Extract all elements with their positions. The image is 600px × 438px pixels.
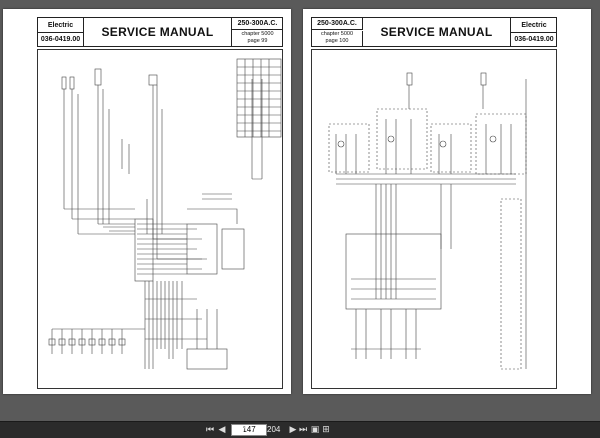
model-label: 250-300A.C. — [232, 18, 283, 30]
page-label: page 100 — [312, 38, 363, 46]
wiring-diagram — [48, 58, 282, 370]
page-header: Electric 036-0419.00 SERVICE MANUAL 250-… — [37, 17, 283, 47]
total-pages: 204 — [267, 425, 281, 434]
document-page-left: Electric 036-0419.00 SERVICE MANUAL 250-… — [3, 9, 291, 394]
page-separator: / — [243, 425, 246, 434]
last-page-icon[interactable]: ⏭ — [298, 425, 308, 435]
brand-label: Electric — [38, 18, 84, 33]
next-page-icon[interactable]: ▶ — [289, 425, 297, 435]
pdf-toolbar: ⏮ ◀ 147 / 204 ▶ ⏭ ▣ ⊞ — [0, 421, 600, 438]
first-page-icon[interactable]: ⏮ — [205, 425, 215, 435]
manual-title: SERVICE MANUAL — [363, 18, 511, 46]
page-header: 250-300A.C. chapter 5000 page 100 SERVIC… — [311, 17, 557, 47]
doc-number: 036-0419.00 — [38, 33, 84, 47]
doc-number: 036-0419.00 — [514, 36, 554, 43]
chapter-label: chapter 5000 — [312, 31, 363, 38]
document-page-right: 250-300A.C. chapter 5000 page 100 SERVIC… — [303, 9, 591, 394]
page-label: page 99 — [247, 38, 268, 44]
drawing-frame — [37, 49, 283, 389]
chapter-label: chapter 5000 — [241, 31, 274, 37]
page-number-input[interactable]: 147 — [231, 424, 267, 436]
fit-page-icon[interactable]: ▣ — [310, 425, 320, 435]
prev-page-icon[interactable]: ◀ — [218, 425, 226, 435]
manual-title: SERVICE MANUAL — [84, 18, 232, 46]
wiring-diagram — [328, 72, 527, 370]
brand-label: Electric — [511, 18, 557, 33]
drawing-frame — [311, 49, 557, 389]
model-label: 250-300A.C. — [312, 18, 363, 30]
fit-width-icon[interactable]: ⊞ — [322, 425, 330, 435]
